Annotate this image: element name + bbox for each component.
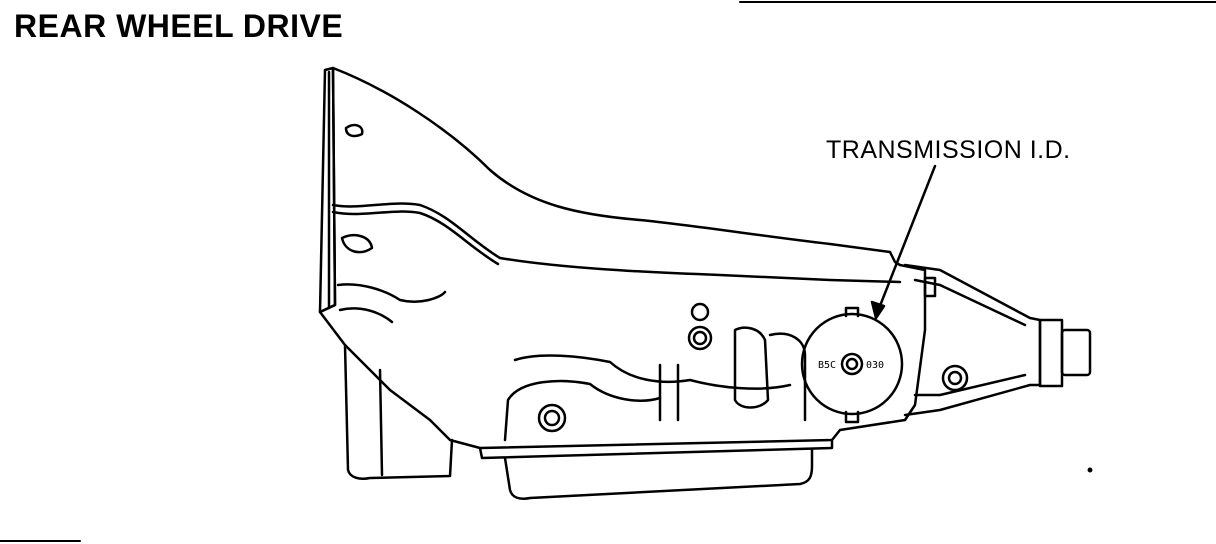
port-3 bbox=[537, 403, 567, 433]
output-yoke bbox=[1038, 318, 1064, 388]
governor-cover bbox=[800, 312, 904, 416]
id-plate-right-code: 030 bbox=[866, 360, 884, 371]
scan-speck bbox=[1087, 467, 1093, 473]
speedo-port-inner bbox=[947, 370, 963, 386]
port-2-inner bbox=[692, 330, 708, 346]
case-upper-rib bbox=[331, 202, 902, 284]
bell-pocket-1 bbox=[344, 123, 364, 138]
side-boss-2 bbox=[768, 332, 807, 422]
governor-center bbox=[840, 352, 864, 376]
transmission-case-outline bbox=[318, 66, 927, 450]
valve-body-front bbox=[503, 379, 662, 442]
pan-flange bbox=[478, 438, 834, 460]
governor-tab-top bbox=[844, 306, 860, 318]
case-upper-rib-inner bbox=[331, 210, 500, 266]
pan-rib-1 bbox=[378, 368, 384, 477]
speedo-port bbox=[941, 364, 969, 392]
bell-lower-rib bbox=[336, 283, 447, 303]
output-shaft-end bbox=[1060, 328, 1092, 377]
governor-center-inner bbox=[845, 357, 859, 371]
side-boss bbox=[733, 326, 770, 409]
bell-pocket-2 bbox=[340, 234, 374, 254]
oil-pan bbox=[503, 448, 814, 500]
port-1 bbox=[690, 302, 710, 322]
tail-housing-ribs bbox=[913, 278, 1027, 397]
port-3-inner bbox=[543, 409, 561, 427]
transmission-id-label: TRANSMISSION I.D. bbox=[826, 136, 1071, 164]
valve-body-top bbox=[513, 354, 792, 390]
bell-lower-rib-2 bbox=[338, 307, 394, 324]
governor-tab-bottom bbox=[844, 410, 860, 424]
front-pan-lip bbox=[343, 343, 454, 480]
valve-body-tubes bbox=[658, 363, 680, 422]
callout-arrowhead bbox=[870, 300, 886, 320]
tail-bolt bbox=[923, 276, 937, 298]
callout-leader-line bbox=[874, 164, 937, 318]
port-2 bbox=[687, 325, 713, 351]
id-plate-left-code: B5C bbox=[818, 360, 836, 371]
diagram-title: REAR WHEEL DRIVE bbox=[14, 8, 344, 44]
